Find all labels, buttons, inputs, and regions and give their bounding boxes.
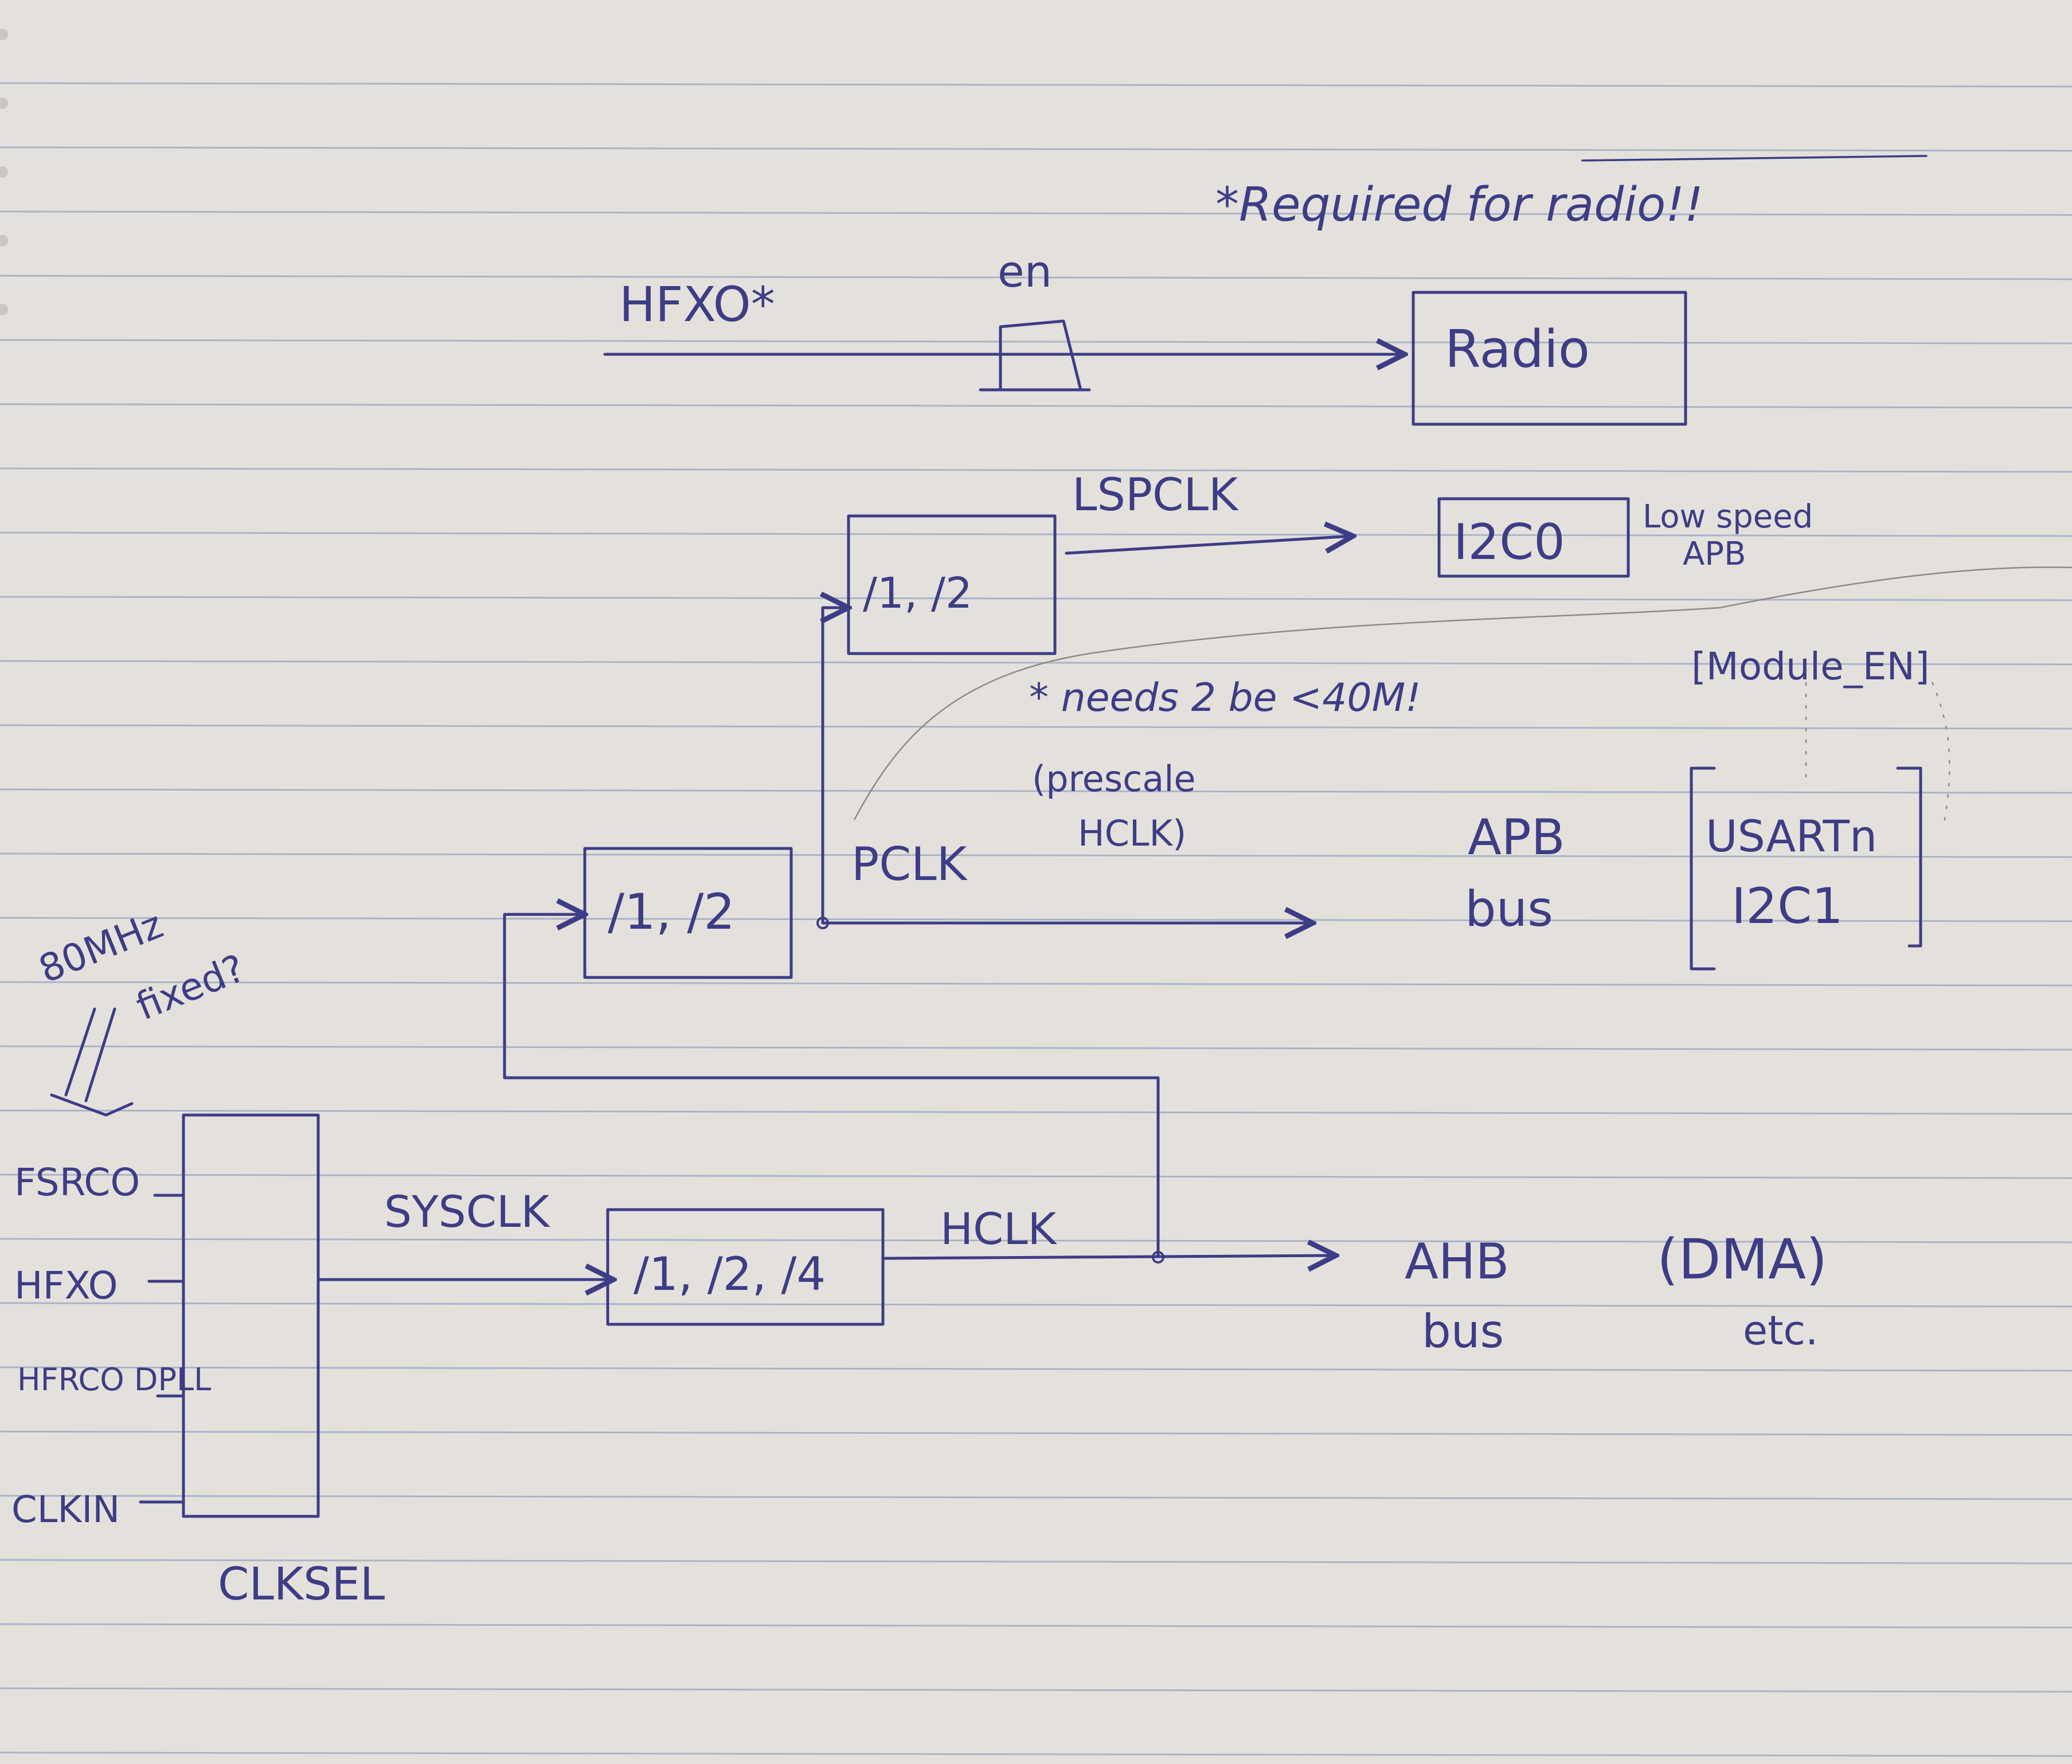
pencil-boundary-curve <box>853 566 2072 820</box>
mux-input-hfxo: HFXO <box>14 1264 118 1308</box>
pclk-junction-dot <box>816 917 829 929</box>
hclk-junction-dot <box>1152 1251 1164 1264</box>
ruled-line <box>0 210 2072 216</box>
radio-block <box>1412 291 1687 426</box>
ruled-lines <box>0 82 2072 1757</box>
ruled-line <box>0 1687 2072 1693</box>
mux-input-clkin: CLKIN <box>11 1489 120 1531</box>
en-label: en <box>998 246 1052 297</box>
prescale-label: (prescale <box>1032 758 1196 800</box>
dma-label: (DMA) <box>1657 1227 1827 1292</box>
module-en-label: [Module_EN] <box>1691 644 1930 689</box>
ruled-line <box>0 1174 2072 1179</box>
ruled-line <box>0 1045 2072 1051</box>
ruled-line <box>0 1109 2072 1115</box>
prescale-hclk-label: HCLK) <box>1078 812 1186 854</box>
apb-bus-label: APB <box>1468 809 1565 866</box>
pclk-divider-label: /1, /2 <box>608 883 735 941</box>
ruled-line <box>0 275 2072 280</box>
ruled-line <box>0 146 2072 152</box>
hclk-divider-block <box>606 1208 885 1326</box>
hclk-label: HCLK <box>940 1203 1058 1254</box>
ruled-line <box>0 1495 2072 1500</box>
hfxo-source-label: HFXO* <box>619 276 775 333</box>
ahb-bus-label-2: bus <box>1422 1305 1504 1358</box>
i2c1-label: I2C1 <box>1731 878 1843 935</box>
binding-holes <box>0 29 8 315</box>
apb-bus-label-2: bus <box>1465 881 1553 938</box>
radio-label: Radio <box>1445 319 1590 380</box>
lspclk-arrow <box>1065 536 1353 555</box>
i2c0-label: I2C0 <box>1453 514 1565 571</box>
ruled-line <box>0 981 2072 987</box>
ruled-line <box>0 1751 2072 1757</box>
hclk-divider-label: /1, /2, /4 <box>634 1247 826 1301</box>
ruled-line <box>0 1559 2072 1564</box>
mux-input-hfrco-dpll-label: HFRCO DPLL <box>17 1362 211 1398</box>
ruled-line <box>0 852 2072 858</box>
usart-label: USARTn <box>1706 811 1877 862</box>
ruled-line <box>0 917 2072 922</box>
ruled-line <box>0 660 2072 666</box>
hclk-to-ahb-arrow <box>881 1255 1336 1258</box>
low-speed-label: Low speed <box>1643 498 1813 535</box>
needs-note: * needs 2 be <40M! <box>1029 675 1421 721</box>
lspclk-divider-block <box>847 514 1057 655</box>
ruled-line <box>0 1238 2072 1243</box>
lspclk-divider-label: /1, /2 <box>863 569 972 618</box>
ruled-line <box>0 82 2072 88</box>
freq-question-arrow <box>50 1007 134 1117</box>
pclk-to-lspclk-divider-line <box>823 608 849 925</box>
lspclk-label: LSPCLK <box>1072 470 1239 521</box>
dma-etc-label: etc. <box>1743 1307 1818 1354</box>
clksel-mux-block <box>182 1113 320 1518</box>
ruled-line <box>0 339 2072 345</box>
i2c0-block <box>1437 497 1630 578</box>
ruled-line <box>0 596 2072 601</box>
ruled-line <box>0 403 2072 409</box>
sysclk-label: SYSCLK <box>384 1186 550 1237</box>
low-speed-apb-label: APB <box>1683 535 1746 573</box>
mux-input-hfrco-dpll: HFRCO DPLL <box>17 1362 211 1398</box>
ruled-line <box>0 531 2072 537</box>
ruled-line <box>0 467 2072 473</box>
ruled-line <box>0 724 2072 730</box>
mux-input-fsrco: FSRCO <box>14 1160 140 1204</box>
clksel-label: CLKSEL <box>218 1559 385 1610</box>
ruled-line <box>0 788 2072 794</box>
ruled-line <box>0 1623 2072 1629</box>
pclk-label: PCLK <box>851 838 968 891</box>
enable-gate <box>979 319 1091 392</box>
required-note: *Required for radio!! <box>1215 178 1703 232</box>
ahb-bus-label: AHB <box>1405 1233 1510 1290</box>
hclk-to-pclk-divider-line <box>503 914 1160 1257</box>
ruled-line <box>0 1302 2072 1308</box>
ruled-line <box>0 1366 2072 1372</box>
usart-bracket-right <box>1896 766 1922 948</box>
usart-bracket-left <box>1690 766 1716 971</box>
ruled-line <box>0 1430 2072 1436</box>
required-strike-line <box>1581 155 1928 162</box>
